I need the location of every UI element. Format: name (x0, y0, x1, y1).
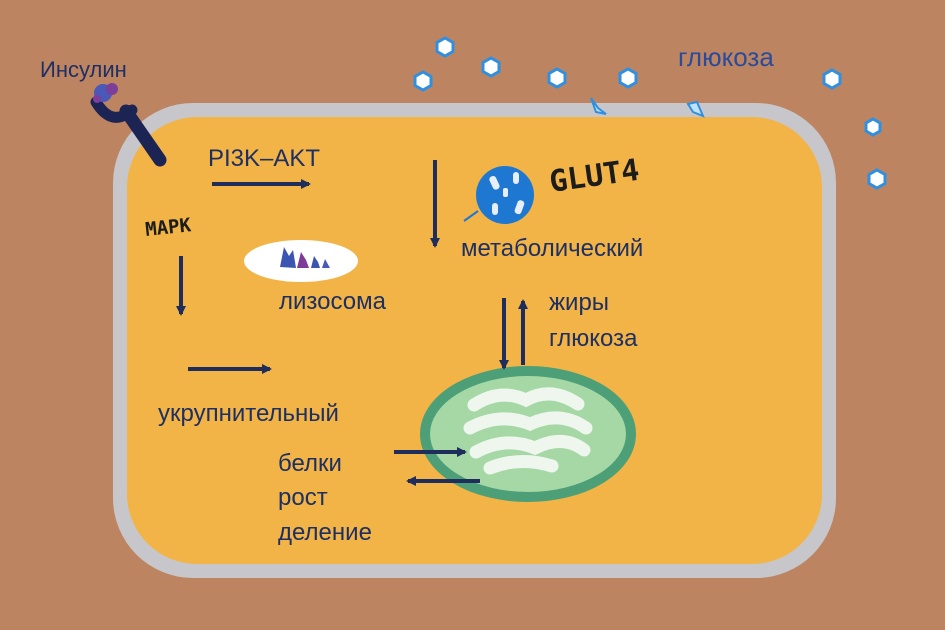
glucose-icon (864, 117, 882, 137)
cytoplasm (127, 117, 822, 564)
glucose-icon (618, 67, 638, 89)
glucose-fragment-icon (686, 100, 705, 118)
pi3k-akt-label: PI3K–AKT (208, 145, 320, 172)
proteins-label: белки (278, 450, 342, 477)
glucose-icon (481, 56, 501, 78)
glucose-icon (413, 70, 433, 92)
glucose-icon (547, 67, 567, 89)
glucose-outside-label: глюкоза (678, 42, 774, 72)
glucose-icon (867, 168, 887, 190)
lysosome-label: лизосома (279, 288, 387, 315)
glucose-inside-label: глюкоза (549, 325, 638, 352)
lysosome-contents (280, 247, 330, 268)
growth-signal-label: укрупнительный (158, 400, 339, 427)
glucose-fragment-icon (590, 97, 607, 115)
mapk-label: MAPK (144, 214, 192, 241)
growth-label: рост (278, 484, 328, 511)
glut4-connector (463, 210, 479, 222)
receptor-stem (119, 104, 167, 167)
signal-arrows (176, 160, 528, 486)
division-label: деление (278, 519, 372, 546)
mitochondrion (420, 366, 636, 502)
fats-label: жиры (549, 289, 609, 316)
mitochondrion-cristae (463, 387, 593, 475)
insulin-icon (106, 83, 118, 95)
glucose-icon (822, 68, 842, 90)
insulin-icon (93, 95, 101, 103)
insulin-receptor (90, 83, 167, 167)
insulin-label: Инсулин (40, 57, 127, 82)
glucose-molecules (413, 36, 887, 190)
glut4-markers (489, 172, 525, 215)
glucose-icon (435, 36, 455, 58)
receptor-head (90, 96, 138, 123)
metabolic-label: метаболический (461, 235, 643, 262)
